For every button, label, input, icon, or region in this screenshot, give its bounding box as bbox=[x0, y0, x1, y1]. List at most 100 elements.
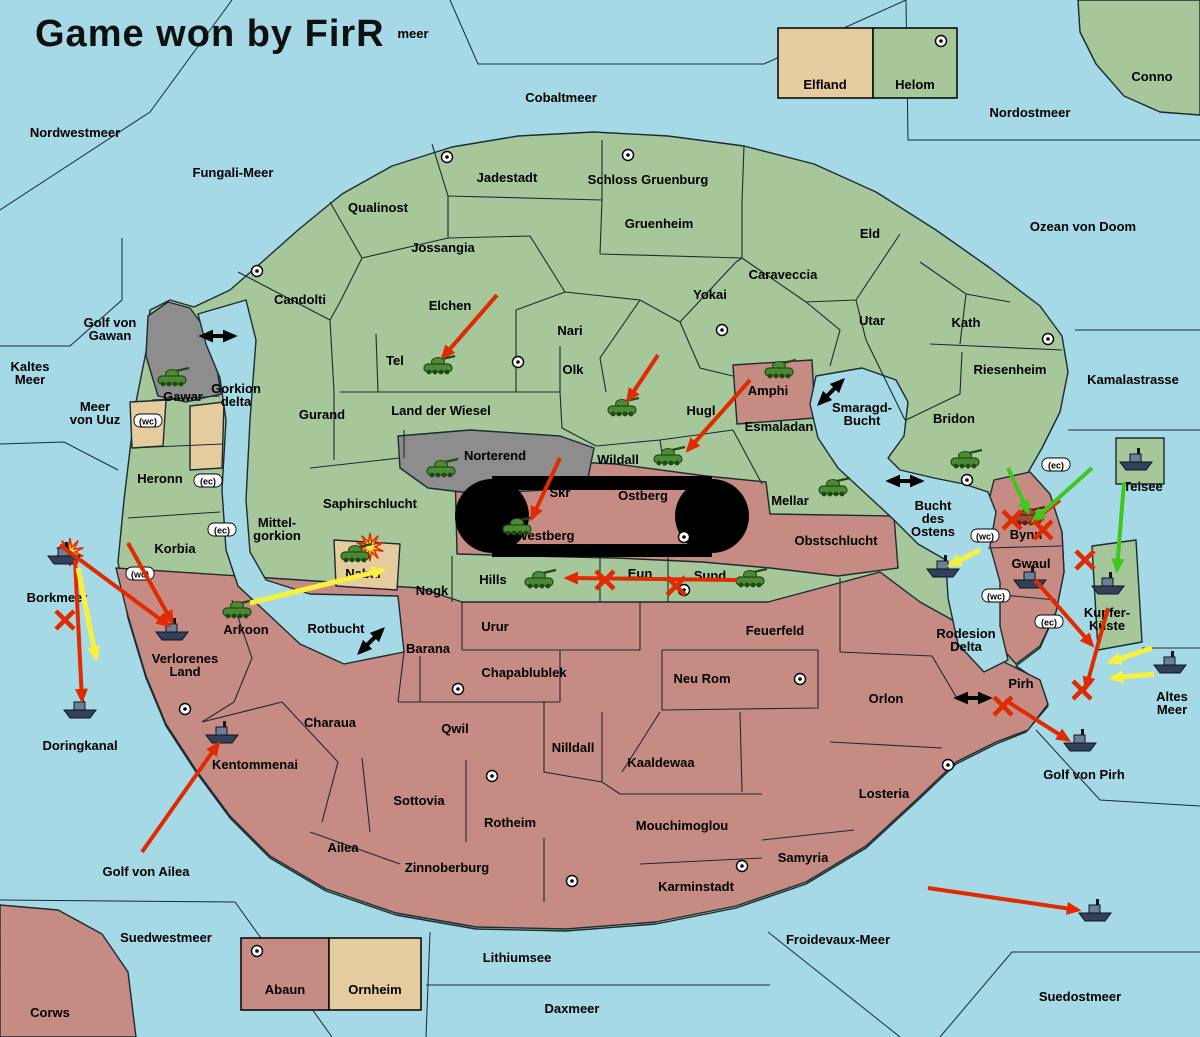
province-border bbox=[661, 649, 819, 711]
red-move-arrow bbox=[563, 571, 738, 585]
red-move-arrow bbox=[1082, 607, 1110, 692]
coast-marker: (wc) bbox=[970, 528, 1000, 543]
province-border bbox=[201, 701, 235, 723]
coast-marker-label: (ec) bbox=[200, 477, 216, 487]
sea-border bbox=[0, 238, 123, 347]
label-kentommenai: Kentommenai bbox=[212, 757, 298, 772]
sea-border bbox=[939, 951, 1200, 1037]
legend-label: Ornheim bbox=[348, 982, 401, 997]
sea-border bbox=[767, 931, 901, 1037]
label-doringkanal: Doringkanal bbox=[42, 738, 117, 753]
ship-unit bbox=[926, 555, 960, 578]
label-teisee: Teisee bbox=[1123, 479, 1163, 494]
coast-marker: (ec) bbox=[193, 473, 223, 488]
yellow-move-arrow bbox=[1108, 670, 1155, 684]
label-eld: Eld bbox=[860, 226, 880, 241]
green-move-arrow bbox=[1111, 481, 1126, 574]
standoff-x-mark bbox=[1071, 679, 1093, 701]
label-esmaladan: Esmaladan bbox=[745, 419, 814, 434]
province-border bbox=[397, 651, 405, 703]
coast-marker-label: (ec) bbox=[1048, 461, 1064, 471]
province-border bbox=[741, 257, 807, 303]
yellow-move-arrow bbox=[946, 547, 982, 568]
label-sottovia: Sottovia bbox=[393, 793, 445, 808]
province-border bbox=[929, 343, 1063, 351]
legend-label: Abaun bbox=[265, 982, 306, 997]
province-border bbox=[739, 711, 743, 793]
swap-double-arrow bbox=[817, 378, 845, 406]
corws-region bbox=[0, 904, 137, 1037]
province-border bbox=[639, 299, 681, 323]
label-jadestadt: Jadestadt bbox=[477, 170, 538, 185]
province-border bbox=[679, 261, 737, 323]
green-move-arrow bbox=[1031, 466, 1094, 523]
label-nilldall: Nilldall bbox=[552, 740, 595, 755]
legend-label: Helom bbox=[895, 77, 935, 92]
province-border bbox=[829, 741, 943, 749]
province-border bbox=[564, 291, 641, 301]
standoff-x-mark bbox=[1032, 519, 1054, 541]
red-move-arrow bbox=[530, 457, 562, 522]
tank-unit bbox=[340, 542, 373, 563]
province-border bbox=[151, 395, 221, 401]
province-border bbox=[309, 457, 401, 469]
label-korbia: Korbia bbox=[154, 541, 196, 556]
label-bridon: Bridon bbox=[933, 411, 975, 426]
conno-region bbox=[1077, 0, 1200, 116]
province-border bbox=[761, 829, 855, 841]
province-border bbox=[131, 443, 223, 449]
coast-marker-label: (ec) bbox=[214, 526, 230, 536]
yellow-move-arrow bbox=[249, 566, 387, 606]
tank-unit bbox=[157, 366, 190, 387]
label-feuerfeld: Feuerfeld bbox=[746, 623, 805, 638]
province-border bbox=[865, 339, 906, 421]
yellow-move-arrow bbox=[75, 567, 101, 662]
province-border bbox=[231, 599, 253, 703]
label-gruenheim: Gruenheim bbox=[625, 216, 694, 231]
label-wildall: Wildall bbox=[597, 452, 639, 467]
tank-unit bbox=[653, 445, 686, 466]
supply-center-icon bbox=[715, 323, 729, 337]
province-border bbox=[987, 545, 1063, 549]
supply-center-icon bbox=[451, 682, 465, 696]
tank-unit bbox=[950, 448, 983, 469]
province-border bbox=[361, 757, 371, 833]
legend-box-ornheim: Ornheim bbox=[328, 937, 422, 1011]
label-yokai: Yokai bbox=[693, 287, 727, 302]
tank-unit bbox=[423, 354, 456, 375]
label-conno: Conno bbox=[1131, 69, 1172, 84]
coast-marker: (ec) bbox=[207, 522, 237, 537]
ship-unit bbox=[1063, 729, 1097, 752]
label-mellar: Mellar bbox=[771, 493, 809, 508]
label-karminstadt: Karminstadt bbox=[658, 879, 735, 894]
label-saphirschlucht: Saphirschlucht bbox=[323, 496, 418, 511]
label-riesenheim: Riesenheim bbox=[974, 362, 1047, 377]
supply-center-icon bbox=[250, 944, 264, 958]
province-border bbox=[679, 321, 734, 377]
province-border bbox=[599, 299, 641, 393]
sea-border bbox=[1035, 729, 1200, 807]
gorkion-channel-water bbox=[197, 299, 405, 665]
label-cobaltmeer: Cobaltmeer bbox=[525, 90, 597, 105]
gorkion-delta-region bbox=[189, 401, 225, 471]
label-qwil: Qwil bbox=[441, 721, 468, 736]
province-border bbox=[329, 319, 335, 393]
red-move-arrow bbox=[927, 886, 1082, 915]
province-border bbox=[237, 271, 331, 321]
tank-unit bbox=[764, 358, 797, 379]
label-suedwestmeer: Suedwestmeer bbox=[120, 930, 212, 945]
supply-center-icon bbox=[677, 530, 691, 544]
province-border bbox=[855, 299, 867, 341]
label-suedostmeer: Suedostmeer bbox=[1039, 989, 1121, 1004]
label-hugl: Hugl bbox=[687, 403, 716, 418]
green-move-arrow bbox=[1006, 467, 1030, 516]
coast-marker-label: (wc) bbox=[987, 592, 1005, 602]
label-nordwestmeer: Nordwestmeer bbox=[30, 125, 120, 140]
supply-center-icon bbox=[511, 355, 525, 369]
label-losteria: Losteria bbox=[859, 786, 910, 801]
label-gwaul: Gwaul bbox=[1011, 556, 1050, 571]
province-border bbox=[447, 235, 566, 293]
label-rotbucht: Rotbucht bbox=[307, 621, 365, 636]
